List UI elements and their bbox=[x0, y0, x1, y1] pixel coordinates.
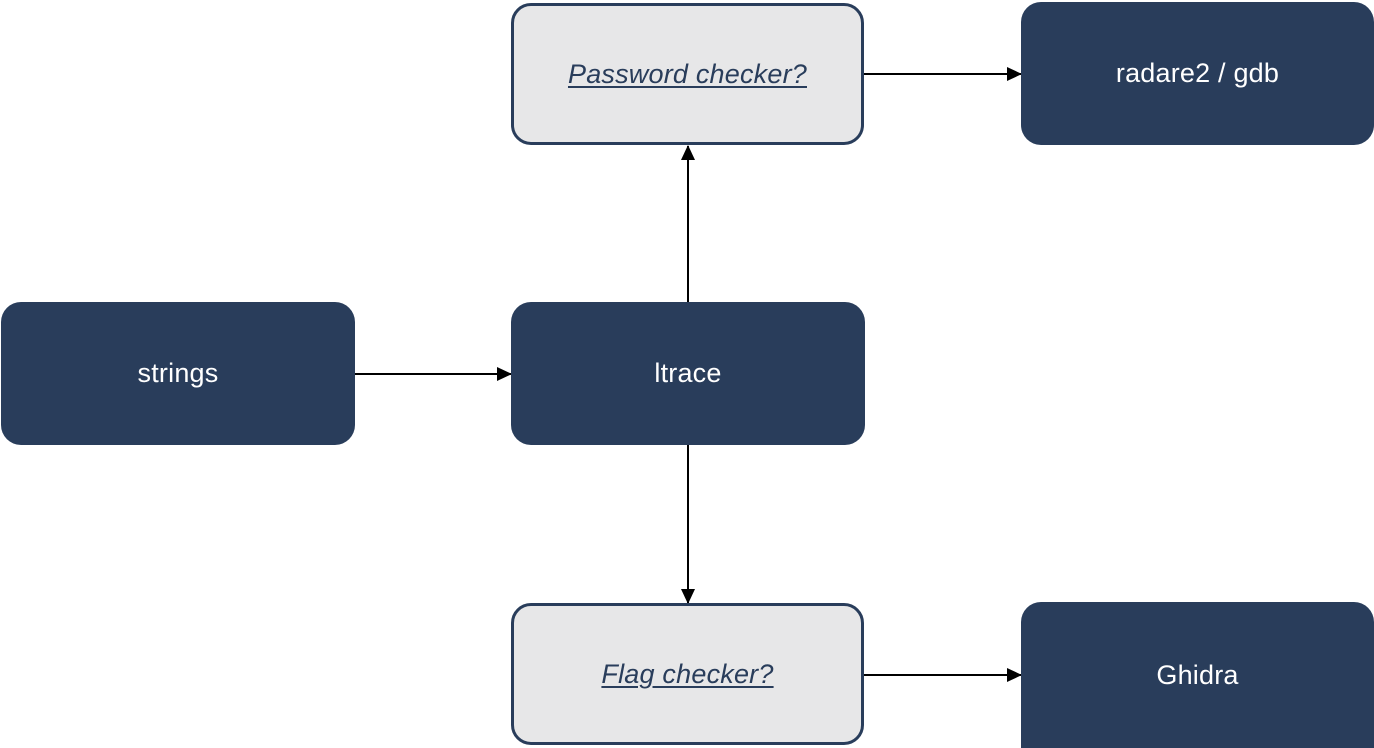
node-flag-checker[interactable]: Flag checker? bbox=[511, 603, 864, 745]
node-password-checker-label: Password checker? bbox=[567, 58, 807, 89]
node-ghidra[interactable]: Ghidra bbox=[1021, 602, 1374, 748]
node-ltrace[interactable]: ltrace bbox=[511, 302, 865, 445]
node-flag-checker-label: Flag checker? bbox=[601, 658, 774, 689]
node-strings[interactable]: strings bbox=[1, 302, 355, 445]
node-password-checker[interactable]: Password checker? bbox=[511, 3, 864, 145]
node-ltrace-label: ltrace bbox=[654, 358, 722, 388]
node-strings-label: strings bbox=[137, 358, 219, 388]
node-ghidra-label: Ghidra bbox=[1156, 659, 1239, 690]
node-radare-gdb[interactable]: radare2 / gdb bbox=[1021, 2, 1374, 145]
node-radare-gdb-label: radare2 / gdb bbox=[1115, 58, 1280, 88]
